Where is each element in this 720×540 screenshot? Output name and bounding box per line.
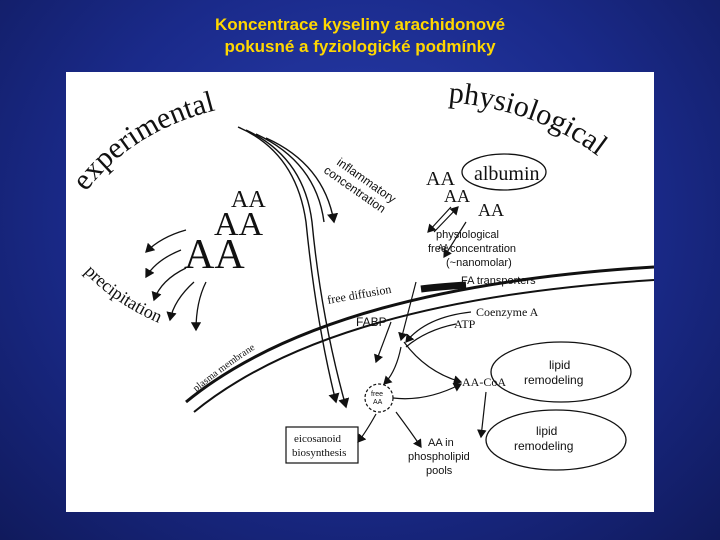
physiological-label: physiological	[447, 76, 613, 162]
membrane-inner	[193, 279, 654, 413]
lipid-remodeling-2-line-2: remodeling	[514, 439, 573, 453]
aa-flow-arrows	[237, 126, 350, 409]
aa-small: AA	[231, 187, 266, 213]
experimental-label: experimental	[66, 85, 218, 196]
svg-text:free diffusion: free diffusion	[326, 282, 392, 307]
lipid-remodeling-loop-1	[490, 341, 632, 403]
free-diffusion-label: free diffusion	[326, 282, 392, 307]
albumin-arrows	[427, 206, 467, 259]
aa-albumin-bottom-left: AA	[444, 186, 470, 206]
aa-tiny: AA	[438, 243, 449, 252]
downstream-arrows	[357, 383, 487, 448]
lipid-remodeling-1-line-1: lipid	[549, 358, 570, 372]
title-line-2: pokusné a fyziologické podmínky	[224, 37, 496, 56]
activation-arrows	[374, 281, 472, 385]
eicosanoid-line-2: biosynthesis	[292, 447, 346, 459]
fa-transporter-bar	[420, 281, 467, 293]
title-line-1: Koncentrace kyseliny arachidonové	[214, 15, 506, 34]
aa-medium: AA	[214, 206, 264, 243]
lipid-remodeling-loop-2	[485, 409, 627, 471]
lipid-remodeling-2-line-1: lipid	[536, 424, 557, 438]
free-aa-line-2: AA	[373, 399, 383, 406]
plasma-membrane-label: plasma membrane	[191, 342, 257, 395]
free-aa-line-1: free	[371, 391, 383, 398]
slide-title: Koncentrace kyseliny arachidonové pokusn…	[0, 14, 720, 58]
aa-large: AA	[184, 232, 245, 278]
coenzyme-a-label: Coenzyme A	[476, 305, 539, 319]
phys-free-line-3: (~nanomolar)	[446, 257, 512, 269]
atp-label: ATP	[454, 317, 476, 331]
diagram-figure: experimental physiological precipitation…	[66, 72, 654, 512]
membrane-outer	[185, 265, 654, 404]
aa-coa-label: AA-CoA	[462, 375, 506, 389]
albumin-label: albumin	[474, 163, 540, 185]
precipitation-arrows	[145, 229, 207, 332]
aa-in-line-3: pools	[426, 465, 453, 477]
lipid-remodeling-1-line-2: remodeling	[524, 373, 583, 387]
aa-in-line-2: phospholipid	[408, 451, 470, 463]
diagram-canvas: experimental physiological precipitation…	[66, 76, 654, 477]
free-aa-circle	[364, 383, 394, 413]
aa-albumin-left: AA	[426, 168, 455, 190]
eicosanoid-line-1: eicosanoid	[294, 433, 342, 445]
fa-transporters-label: FA transporters	[461, 275, 536, 287]
phys-free-line-1: physiological	[436, 229, 499, 241]
precipitation-label: precipitation	[81, 261, 165, 327]
eicosanoid-box	[285, 426, 359, 464]
aa-in-line-1: AA in	[428, 437, 454, 449]
albumin-ellipse	[461, 153, 547, 191]
fabp-label: FABP	[356, 315, 387, 329]
aa-albumin-bottom-right: AA	[478, 200, 504, 220]
phys-free-line-2: free concentration	[428, 243, 516, 255]
inflammatory-label: inflammatory concentration	[321, 155, 398, 216]
